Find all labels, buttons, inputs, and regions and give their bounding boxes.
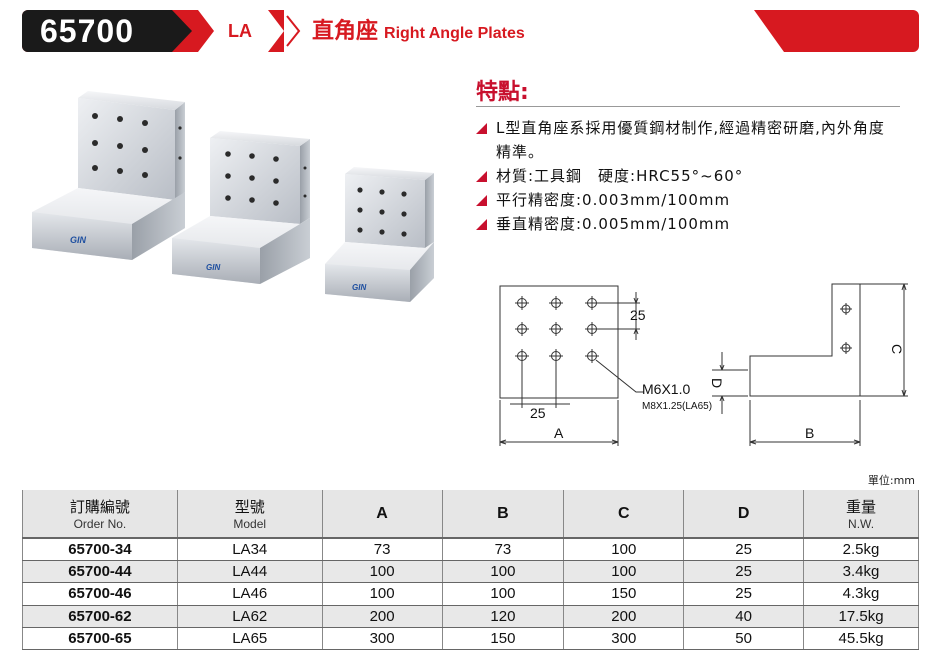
cell-c: 150 bbox=[563, 582, 685, 606]
cell-c: 100 bbox=[563, 538, 685, 561]
page-title: 直角座 Right Angle Plates bbox=[312, 10, 525, 56]
feature-text: 材質:工具鋼 硬度:HRC55°~60° bbox=[496, 167, 744, 185]
dim-b: B bbox=[805, 425, 814, 441]
feature-item: 垂直精密度:0.005mm/100mm bbox=[476, 212, 896, 236]
features-list: L型直角座系採用優質鋼材制作,經過精密研磨,內外角度精準。 材質:工具鋼 硬度:… bbox=[476, 116, 896, 236]
col-a: A bbox=[321, 490, 443, 539]
cell-model: LA34 bbox=[176, 538, 323, 561]
feature-text: L型直角座系採用優質鋼材制作,經過精密研磨,內外角度精準。 bbox=[496, 119, 885, 161]
cell-c: 200 bbox=[563, 605, 685, 629]
triangle-bullet-icon bbox=[476, 171, 487, 182]
cell-weight: 3.4kg bbox=[803, 560, 919, 584]
plate-medium: GIN bbox=[172, 131, 310, 284]
cell-d: 25 bbox=[683, 538, 805, 561]
cell-a: 300 bbox=[321, 627, 443, 651]
cell-d: 25 bbox=[683, 582, 805, 606]
cell-model: LA65 bbox=[176, 627, 323, 651]
cell-weight: 17.5kg bbox=[803, 605, 919, 629]
cell-d: 50 bbox=[683, 627, 805, 651]
features-divider bbox=[476, 106, 900, 107]
feature-item: 平行精密度:0.003mm/100mm bbox=[476, 188, 896, 212]
plate-large: GIN bbox=[32, 91, 185, 260]
feature-text: 平行精密度:0.003mm/100mm bbox=[496, 191, 731, 209]
col-d: D bbox=[683, 490, 805, 539]
cell-order: 65700-62 bbox=[22, 605, 178, 629]
triangle-bullet-icon bbox=[476, 195, 487, 206]
cell-order: 65700-46 bbox=[22, 582, 178, 606]
col-b: B bbox=[441, 490, 565, 539]
cell-a: 100 bbox=[321, 560, 443, 584]
title-en: Right Angle Plates bbox=[384, 25, 525, 42]
dim-pitch-h: 25 bbox=[530, 405, 546, 421]
cell-c: 300 bbox=[563, 627, 685, 651]
cell-order: 65700-34 bbox=[22, 538, 178, 561]
feature-item: L型直角座系採用優質鋼材制作,經過精密研磨,內外角度精準。 bbox=[476, 116, 896, 164]
series-label: LA bbox=[228, 21, 252, 41]
chevron-right-icon bbox=[286, 15, 301, 47]
dim-d: D bbox=[709, 378, 725, 388]
features-heading: 特點: bbox=[476, 80, 529, 105]
plate-small: GIN bbox=[325, 167, 434, 302]
cell-weight: 45.5kg bbox=[803, 627, 919, 651]
front-view bbox=[499, 285, 619, 399]
col-c: C bbox=[563, 490, 685, 539]
brand-logo: GIN bbox=[352, 283, 366, 292]
thread-spec-alt: M8X1.25(LA65) bbox=[642, 401, 712, 412]
side-view bbox=[749, 283, 861, 397]
unit-label: 單位:mm bbox=[867, 474, 915, 487]
brand-logo: GIN bbox=[206, 263, 220, 272]
cell-b: 73 bbox=[441, 538, 565, 561]
cell-b: 150 bbox=[441, 627, 565, 651]
product-code: 65700 bbox=[22, 10, 192, 52]
cell-model: LA44 bbox=[176, 560, 323, 584]
header-banner: 65700 LA 直角座 Right Angle Plates bbox=[22, 10, 919, 52]
triangle-bullet-icon bbox=[476, 123, 487, 134]
title-cn: 直角座 bbox=[312, 19, 379, 44]
dim-a: A bbox=[554, 425, 564, 441]
cell-b: 120 bbox=[441, 605, 565, 629]
feature-text: 垂直精密度:0.005mm/100mm bbox=[496, 215, 731, 233]
cell-a: 200 bbox=[321, 605, 443, 629]
product-photo: GIN GIN GIN bbox=[32, 91, 434, 302]
cell-b: 100 bbox=[441, 582, 565, 606]
cell-weight: 4.3kg bbox=[803, 582, 919, 606]
header-title-panel bbox=[284, 10, 784, 52]
hole-pattern bbox=[515, 296, 599, 363]
cell-d: 40 bbox=[683, 605, 805, 629]
cell-model: LA46 bbox=[176, 582, 323, 606]
triangle-bullet-icon bbox=[476, 219, 487, 230]
cell-weight: 2.5kg bbox=[803, 538, 919, 561]
cell-model: LA62 bbox=[176, 605, 323, 629]
dim-c: C bbox=[889, 344, 905, 354]
cell-order: 65700-65 bbox=[22, 627, 178, 651]
dimension-drawing: 25 25 A M6X1.0 M8X1.25(LA65) B C D bbox=[499, 283, 908, 446]
cell-a: 100 bbox=[321, 582, 443, 606]
cell-d: 25 bbox=[683, 560, 805, 584]
thread-spec: M6X1.0 bbox=[642, 381, 690, 397]
cell-a: 73 bbox=[321, 538, 443, 561]
brand-logo: GIN bbox=[70, 235, 87, 245]
dim-pitch-v: 25 bbox=[630, 307, 646, 323]
cell-c: 100 bbox=[563, 560, 685, 584]
cell-b: 100 bbox=[441, 560, 565, 584]
feature-item: 材質:工具鋼 硬度:HRC55°~60° bbox=[476, 164, 896, 188]
cell-order: 65700-44 bbox=[22, 560, 178, 584]
